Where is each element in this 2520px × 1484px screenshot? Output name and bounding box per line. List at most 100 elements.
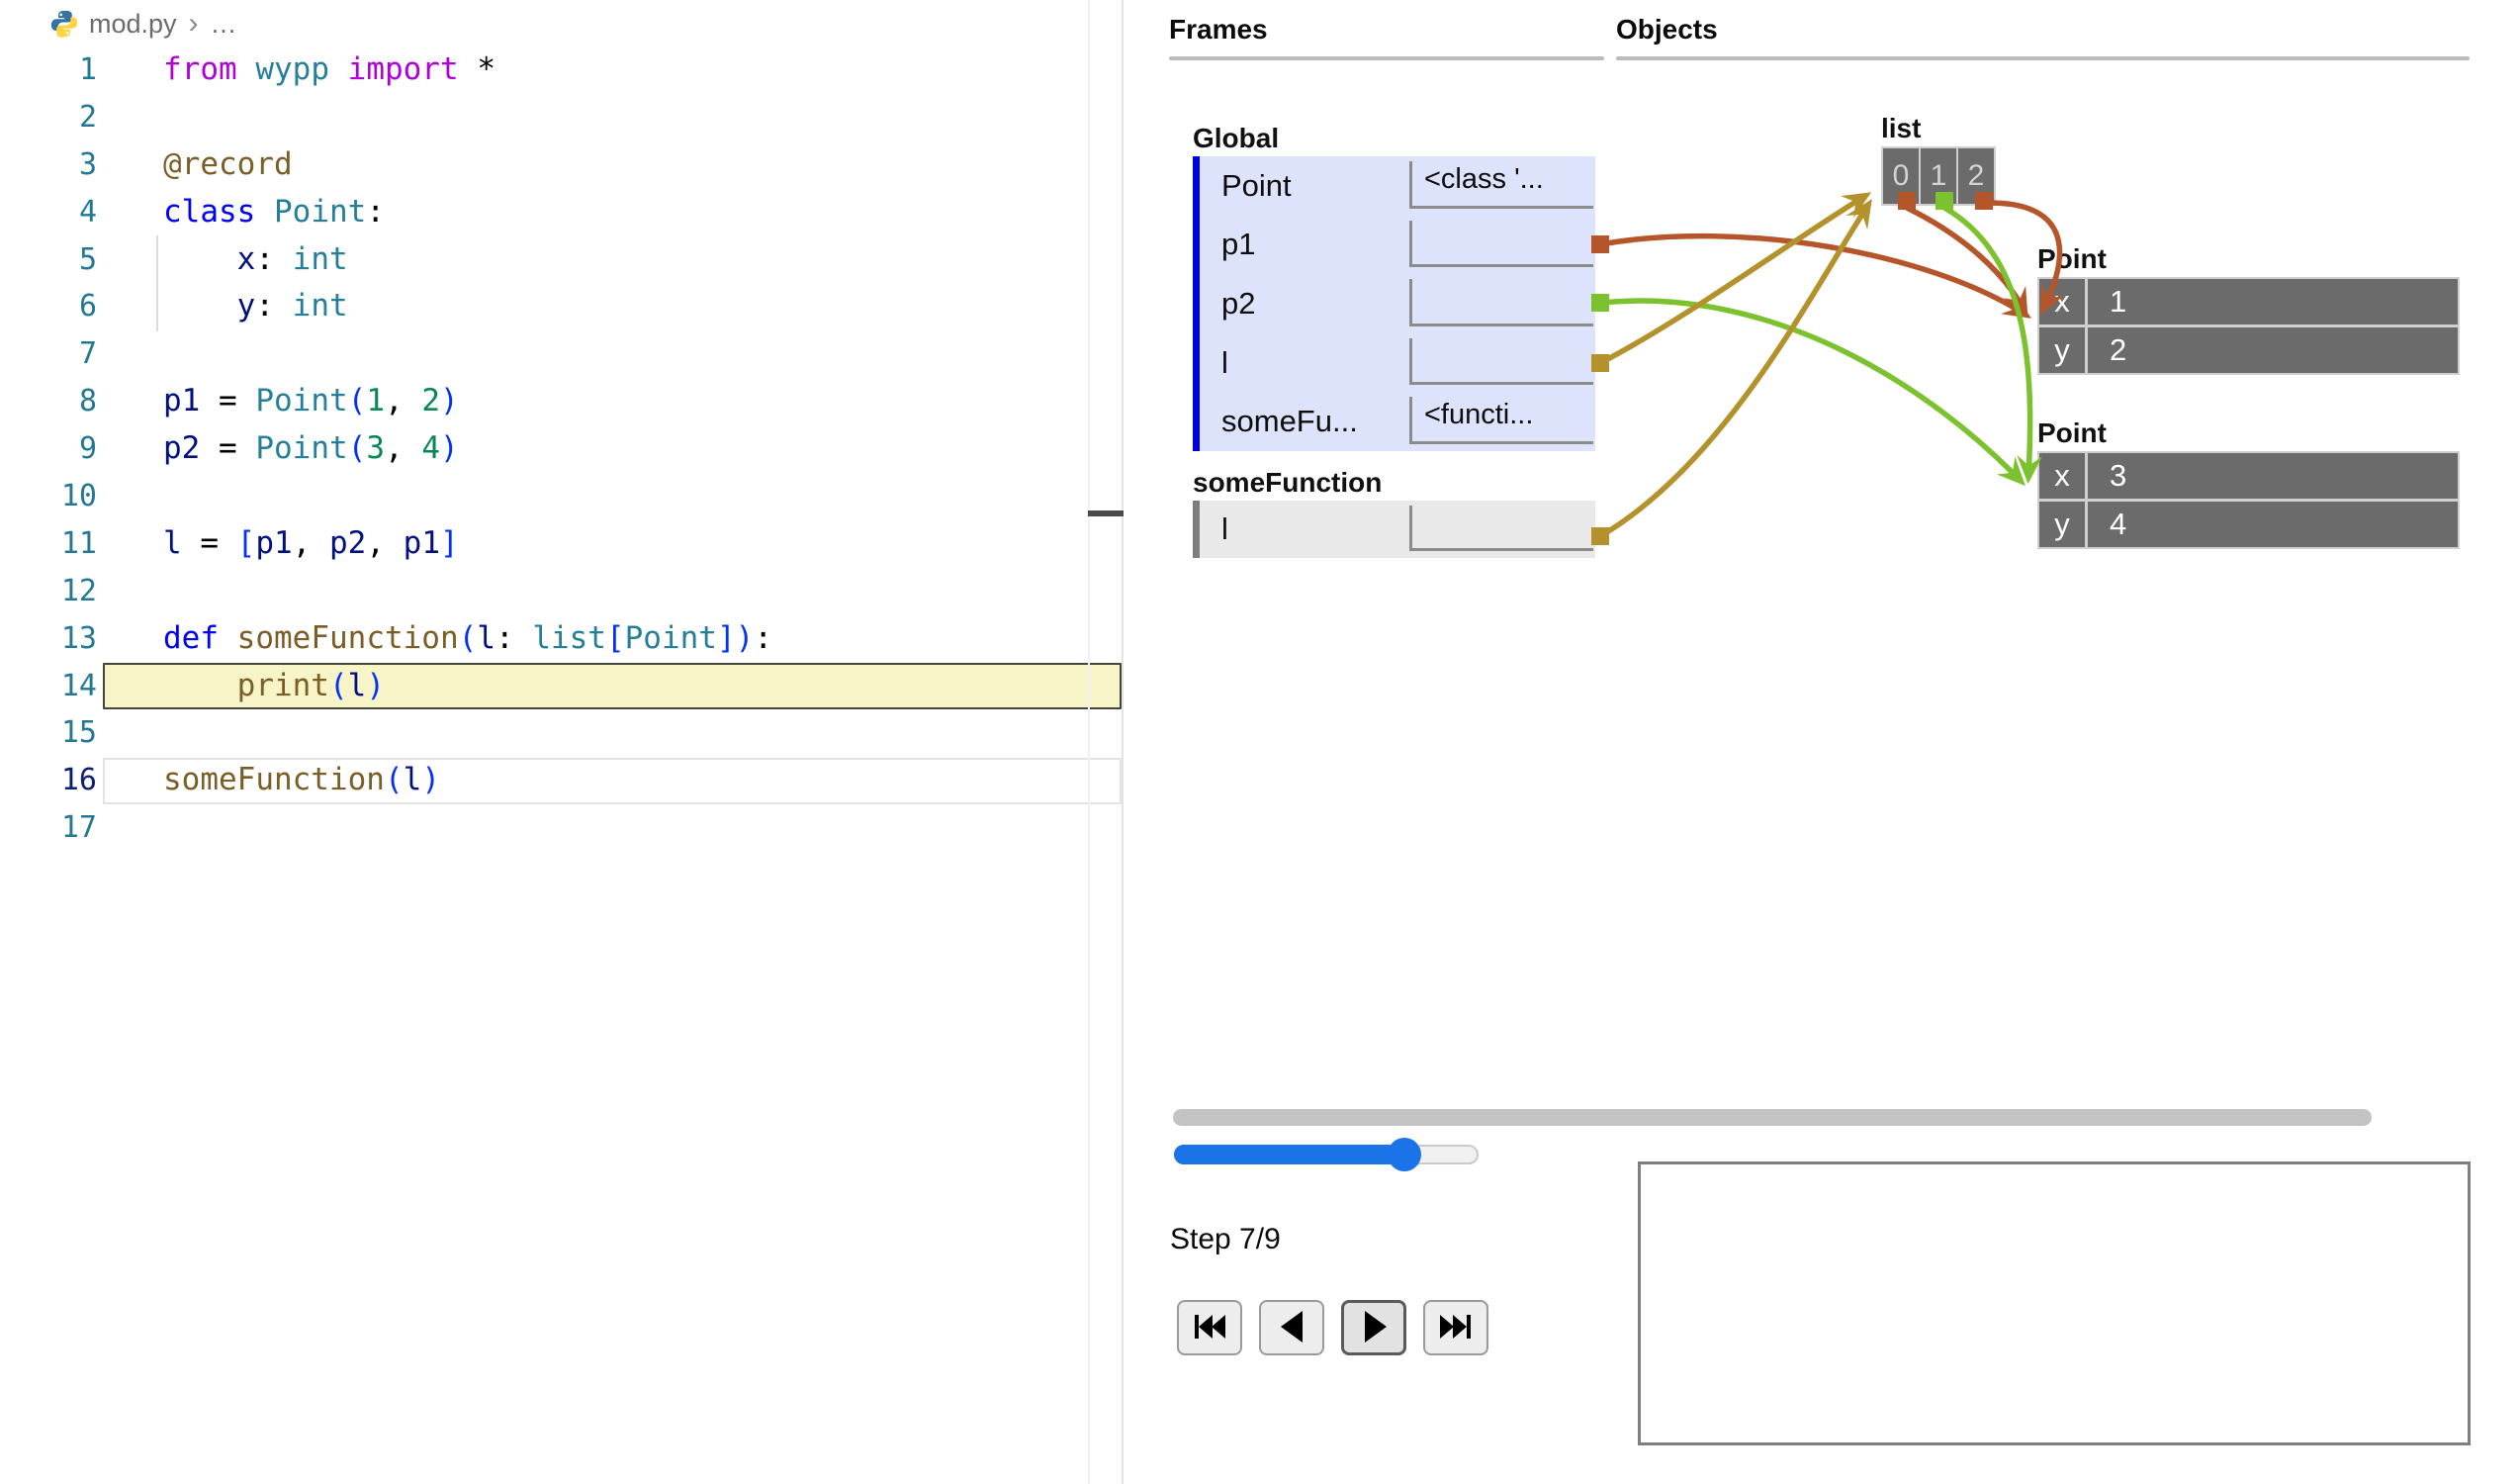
breadcrumb-separator: ›	[188, 7, 199, 40]
output-console[interactable]	[1638, 1161, 2471, 1445]
frame-row: l	[1200, 333, 1595, 393]
variable-value: <class '...	[1409, 161, 1593, 209]
code-line-content	[103, 568, 1122, 614]
code-line: 3 @record	[0, 141, 1122, 189]
variable-name: l	[1221, 511, 1228, 546]
line-number: 13	[60, 620, 97, 656]
pane-divider[interactable]	[1122, 0, 1124, 1484]
objects-header: Objects	[1616, 14, 1718, 45]
list-index-cell: 1	[1921, 148, 1956, 204]
variable-name: Point	[1221, 167, 1292, 203]
line-number: 3	[78, 146, 97, 182]
frames-header: Frames	[1169, 14, 1268, 45]
frame-global: Global Point <class '... p1 p2 l someFu... <fu…	[1193, 123, 1595, 451]
line-number: 9	[78, 431, 97, 467]
code-line: 13 def someFunction(l: list[Point]):	[0, 615, 1122, 663]
step-slider[interactable]	[1174, 1138, 1479, 1171]
frame-row: p2	[1200, 274, 1595, 333]
field-name: y	[2039, 502, 2085, 547]
list-index-cell: 2	[1958, 148, 1994, 204]
line-number: 1	[78, 52, 97, 87]
editor-scroll-gutter-line	[1088, 0, 1090, 1484]
code-line: 5 x: int	[0, 236, 1122, 284]
variable-name: p2	[1221, 285, 1256, 321]
reference-arrow-global-p2-to-point-2	[1599, 298, 2025, 487]
breadcrumb-more[interactable]: …	[210, 8, 237, 39]
line-number: 6	[78, 289, 97, 325]
code-line-content: someFunction(l)	[103, 757, 1122, 804]
code-line-content	[103, 473, 1122, 519]
python-file-icon	[49, 9, 79, 39]
variable-name: l	[1221, 344, 1228, 380]
code-line-content: class Point:	[163, 193, 385, 230]
variable-value: <functi...	[1409, 397, 1593, 444]
code-line-content	[103, 331, 1122, 378]
field-value: 2	[2088, 327, 2458, 373]
variable-value	[1409, 279, 1593, 326]
first-step-button[interactable]	[1177, 1300, 1242, 1355]
code-line-content: x: int	[236, 240, 348, 277]
code-line: 7	[0, 330, 1122, 378]
frame-row: p1	[1200, 216, 1595, 275]
frames-header-rule	[1169, 56, 1604, 60]
code-line-content	[103, 94, 1122, 140]
reference-arrow-global-l-to-list	[1598, 192, 1872, 366]
line-number: 10	[60, 479, 97, 514]
pane-sash-handle[interactable]	[1088, 510, 1124, 516]
field-name: x	[2039, 453, 2085, 499]
step-buttons	[1177, 1300, 1488, 1355]
reference-arrow-somefunction-l-to-list	[1598, 198, 1872, 539]
frame-row: someFu... <functi...	[1200, 392, 1595, 451]
reference-arrow-global-p1-to-point-1	[1599, 232, 2032, 319]
code-line-content: l = [p1, p2, p1]	[163, 524, 459, 561]
next-step-button[interactable]	[1341, 1300, 1406, 1355]
variable-value	[1409, 506, 1593, 551]
code-line: 12	[0, 568, 1122, 615]
field-value: 1	[2088, 279, 2458, 325]
horizontal-scrollbar[interactable]	[1173, 1109, 2372, 1126]
line-number: 2	[78, 99, 97, 135]
object-point-2-label: Point	[2037, 417, 2107, 448]
variable-name: p1	[1221, 227, 1256, 262]
skip-to-start-icon	[1187, 1309, 1232, 1347]
field-value: 3	[2088, 453, 2458, 499]
frame-row: l	[1200, 501, 1595, 558]
variable-name: someFu...	[1221, 404, 1358, 439]
line-number: 12	[60, 573, 97, 608]
frame-global-label: Global	[1193, 123, 1280, 153]
frame-somefunction-label: someFunction	[1193, 467, 1383, 498]
step-slider-fill	[1174, 1145, 1404, 1164]
variable-value	[1409, 337, 1593, 386]
code-line-content: @record	[163, 145, 293, 182]
last-step-button[interactable]	[1423, 1300, 1488, 1355]
code-line-content	[103, 805, 1122, 852]
frame-somefunction: someFunction l	[1193, 467, 1595, 558]
line-number: 16	[60, 763, 97, 798]
code-line-content: p2 = Point(3, 4)	[163, 430, 459, 467]
line-number: 14	[60, 668, 97, 703]
field-value: 4	[2088, 502, 2458, 547]
line-number: 15	[60, 715, 97, 751]
code-line-content: print(l)	[103, 663, 1122, 710]
field-name: y	[2039, 327, 2085, 373]
breadcrumb: mod.py › …	[49, 6, 237, 42]
code-line: 6 y: int	[0, 283, 1122, 330]
step-counter: Step 7/9	[1170, 1223, 1281, 1255]
object-point-1-label: Point	[2037, 243, 2107, 274]
breadcrumb-file[interactable]: mod.py	[89, 8, 177, 39]
code-line: 10	[0, 473, 1122, 520]
previous-icon	[1269, 1307, 1314, 1349]
field-name: x	[2039, 279, 2085, 325]
code-line-content: from wypp import *	[163, 50, 495, 87]
previous-step-button[interactable]	[1259, 1300, 1324, 1355]
code-line-content: def someFunction(l: list[Point]):	[163, 619, 772, 656]
code-line: 9 p2 = Point(3, 4)	[0, 425, 1122, 473]
step-slider-thumb[interactable]	[1388, 1138, 1421, 1171]
skip-to-end-icon	[1433, 1309, 1479, 1347]
